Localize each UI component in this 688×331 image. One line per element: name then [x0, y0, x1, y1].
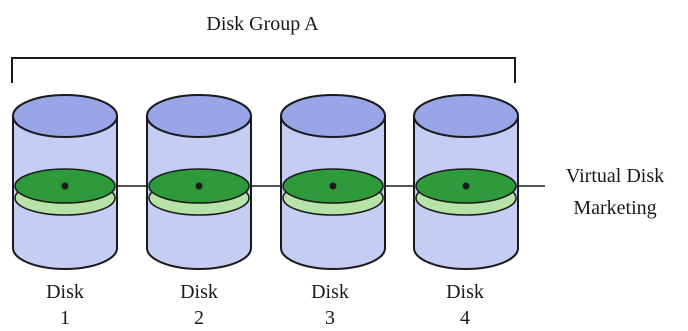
disk-cylinder-4 [413, 94, 519, 270]
virtual-disk-label-line1: Virtual Disk [565, 165, 665, 187]
disk-label-number: 3 [325, 307, 335, 329]
disk-label-name: Disk [46, 281, 84, 303]
disk-label-number: 2 [194, 307, 204, 329]
disk-label-number: 4 [460, 307, 470, 329]
disk-label-number: 1 [60, 307, 70, 329]
disk-label-name: Disk [311, 281, 349, 303]
disk-label-1: Disk 1 [25, 279, 105, 331]
disk-group-title: Disk Group A [206, 13, 319, 35]
disk-cylinder-2 [146, 94, 252, 270]
virtual-disk-label-line2: Marketing [573, 197, 657, 219]
disk-label-2: Disk 2 [159, 279, 239, 331]
disk-label-3: Disk 3 [290, 279, 370, 331]
disk-label-name: Disk [180, 281, 218, 303]
virtual-disk-label: Virtual Disk Marketing [545, 160, 685, 224]
disk-cylinder-1 [12, 94, 118, 270]
disk-cylinder-3 [280, 94, 386, 270]
group-bracket [11, 57, 516, 83]
disk-label-name: Disk [446, 281, 484, 303]
disk-label-4: Disk 4 [425, 279, 505, 331]
